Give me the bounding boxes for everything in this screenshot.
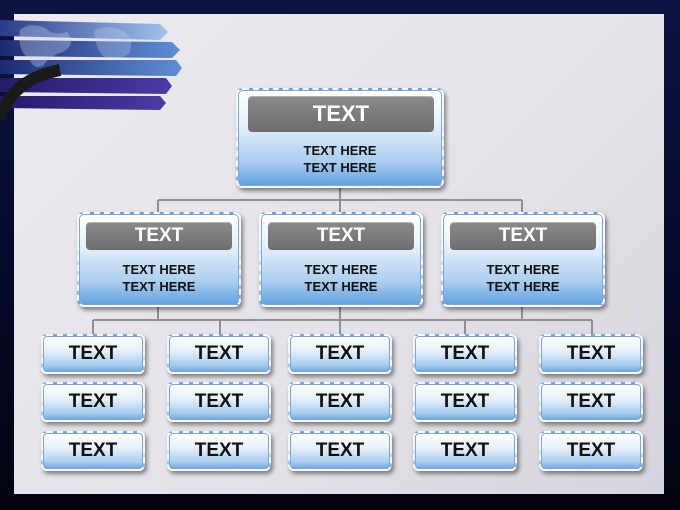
middle-node-header: TEXT xyxy=(450,222,596,250)
leaf-node: TEXT xyxy=(41,334,145,374)
middle-node-line-1: TEXT HERE xyxy=(122,262,196,277)
leaf-node: TEXT xyxy=(288,431,392,471)
leaf-node: TEXT xyxy=(167,334,271,374)
leaf-node: TEXT xyxy=(413,431,517,471)
middle-node: TEXT TEXT HERE TEXT HERE xyxy=(441,212,605,307)
leaf-node: TEXT xyxy=(167,382,271,422)
top-node-line-2: TEXT HERE xyxy=(303,160,377,175)
leaf-node: TEXT xyxy=(413,382,517,422)
middle-node-line-1: TEXT HERE xyxy=(486,262,560,277)
middle-node-line-1: TEXT HERE xyxy=(304,262,378,277)
leaf-node: TEXT xyxy=(288,382,392,422)
leaf-node: TEXT xyxy=(41,431,145,471)
middle-node-line-2: TEXT HERE xyxy=(486,279,560,294)
middle-node-line-2: TEXT HERE xyxy=(304,279,378,294)
top-node-line-1: TEXT HERE xyxy=(303,143,377,158)
leaf-node: TEXT xyxy=(288,334,392,374)
leaf-node: TEXT xyxy=(413,334,517,374)
leaf-node: TEXT xyxy=(539,334,643,374)
middle-node-header: TEXT xyxy=(268,222,414,250)
leaf-node: TEXT xyxy=(167,431,271,471)
middle-node-header: TEXT xyxy=(86,222,232,250)
top-node-header: TEXT xyxy=(248,96,434,132)
connector-group xyxy=(92,188,593,334)
middle-node: TEXT TEXT HERE TEXT HERE xyxy=(77,212,241,307)
middle-node-line-2: TEXT HERE xyxy=(122,279,196,294)
leaf-node: TEXT xyxy=(539,431,643,471)
leaf-node: TEXT xyxy=(41,382,145,422)
world-map-ribbon-icon xyxy=(0,20,182,122)
top-node: TEXT TEXT HERE TEXT HERE xyxy=(236,88,444,188)
middle-node: TEXT TEXT HERE TEXT HERE xyxy=(259,212,423,307)
leaf-node: TEXT xyxy=(539,382,643,422)
